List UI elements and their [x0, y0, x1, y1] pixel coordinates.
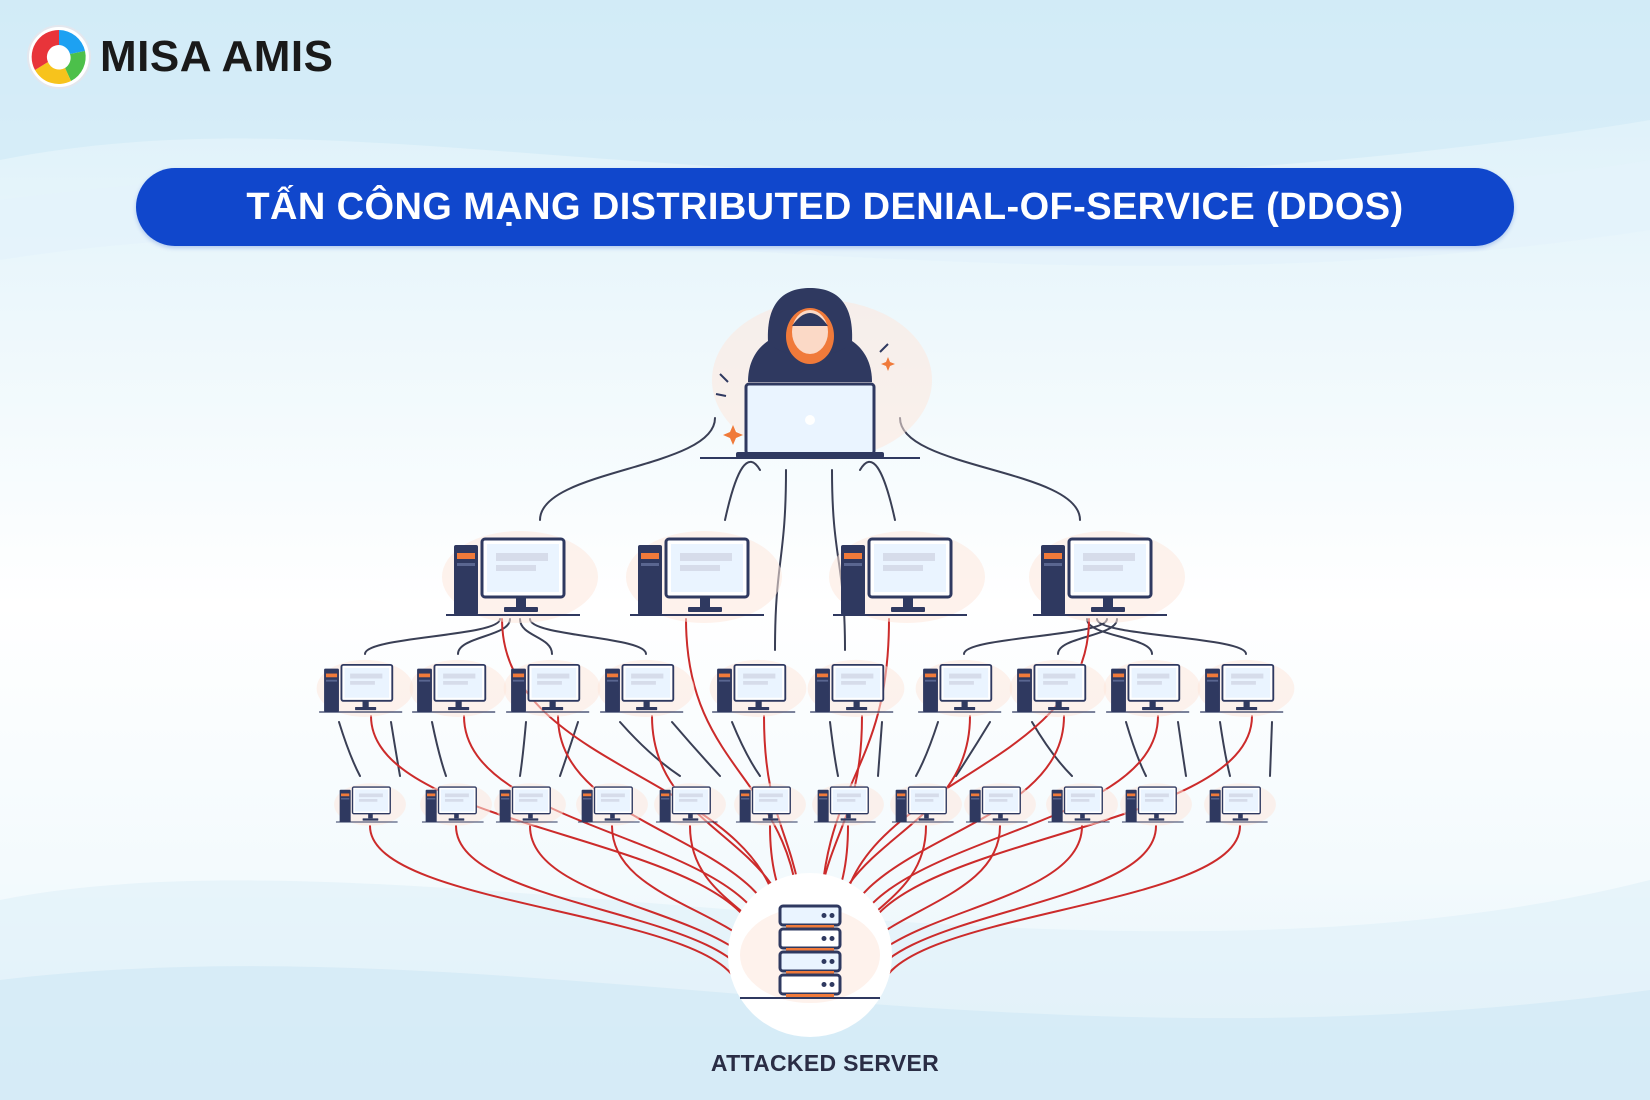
computer-icon [654, 783, 726, 826]
computer-icon [915, 659, 1013, 717]
computer-icon [420, 783, 492, 826]
computer-icon [964, 783, 1036, 826]
computer-icon [1197, 659, 1295, 717]
computer-icon [503, 659, 601, 717]
control-link [539, 417, 716, 521]
control-link [559, 721, 579, 777]
computer-icon [829, 531, 985, 623]
control-link [431, 721, 447, 777]
control-link [338, 721, 361, 777]
control-link [859, 460, 896, 521]
hacker-icon [700, 288, 932, 460]
computer-icon [494, 783, 566, 826]
attack-line [370, 715, 761, 956]
computer-icon [1029, 531, 1185, 623]
computer-icon [597, 659, 695, 717]
server-rack-icon [728, 873, 892, 1037]
control-link [457, 618, 511, 655]
attacked-server-label: ATTACKED SERVER [710, 1050, 940, 1076]
control-link [731, 721, 761, 777]
attack-line [859, 715, 1253, 956]
computer-icon [709, 659, 807, 717]
computer-icon [1009, 659, 1107, 717]
computer-icon [1120, 783, 1192, 826]
control-link [1177, 721, 1187, 777]
control-link [671, 721, 721, 777]
page-title: TẤN CÔNG MẠNG DISTRIBUTED DENIAL-OF-SERV… [246, 185, 1404, 228]
control-link [1031, 721, 1073, 777]
control-link [519, 618, 553, 655]
laptop-icon [700, 382, 920, 459]
control-link [1125, 721, 1147, 777]
computer-icon [890, 783, 962, 826]
control-link [899, 417, 1081, 521]
brand-name: MISA AMIS [100, 32, 334, 81]
control-link [1219, 721, 1231, 777]
attack-line [866, 825, 1157, 996]
title-banner: TẤN CÔNG MẠNG DISTRIBUTED DENIAL-OF-SERV… [136, 168, 1514, 246]
attack-line [455, 825, 754, 996]
computer-icon [734, 783, 806, 826]
computer-icon [1204, 783, 1276, 826]
control-link [955, 721, 991, 777]
control-link [829, 721, 839, 777]
control-link [619, 721, 681, 777]
computer-icon [626, 531, 782, 623]
computer-icon [442, 531, 598, 623]
control-link [724, 460, 761, 521]
control-link [1269, 721, 1273, 777]
brand-logo[interactable]: MISA AMIS [26, 24, 333, 90]
control-link [390, 721, 401, 777]
control-link [877, 721, 883, 777]
misa-logo-icon [27, 25, 91, 89]
control-link [1086, 618, 1153, 655]
attack-line [369, 825, 741, 996]
control-link [774, 469, 787, 651]
computer-icon [1103, 659, 1201, 717]
computer-icon [334, 783, 406, 826]
computer-icon [576, 783, 648, 826]
attack-line [879, 825, 1241, 996]
control-link [1096, 618, 1247, 655]
computer-icon [812, 783, 884, 826]
control-link [529, 618, 647, 655]
computer-icon [1046, 783, 1118, 826]
computer-icon [409, 659, 507, 717]
computer-icon [807, 659, 905, 717]
control-link [364, 618, 501, 655]
control-link [915, 721, 939, 777]
control-link [519, 721, 527, 777]
computer-icon [316, 659, 414, 717]
